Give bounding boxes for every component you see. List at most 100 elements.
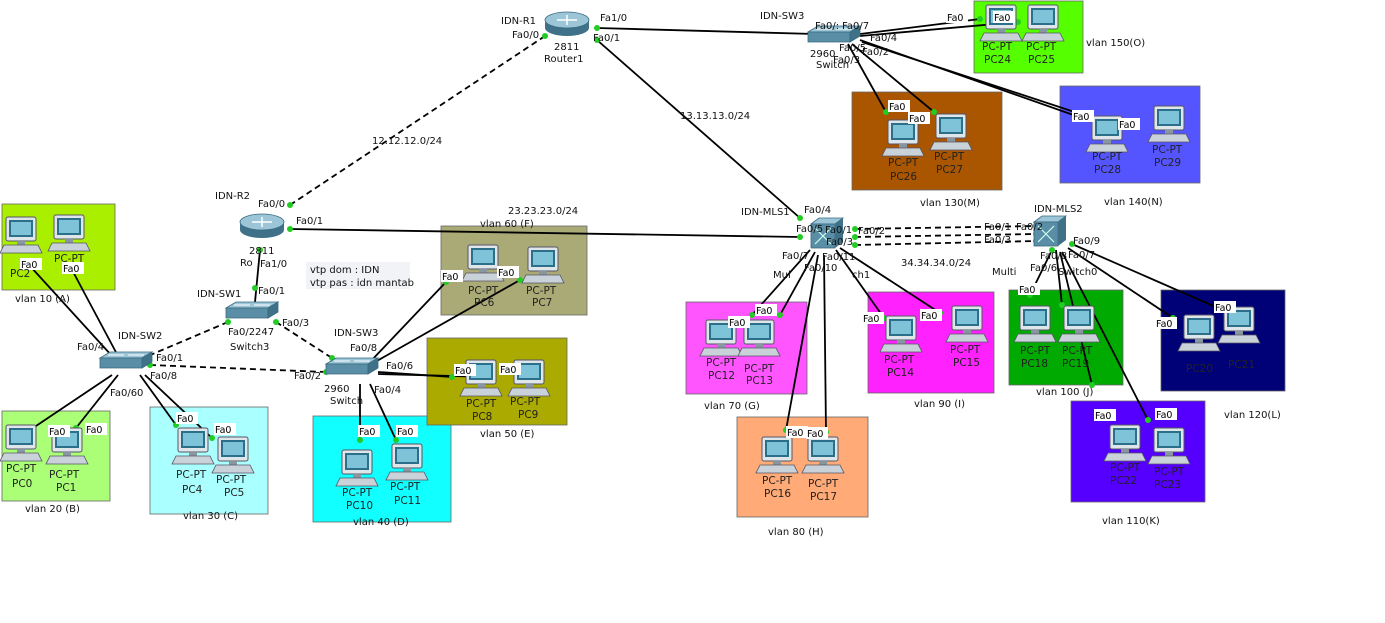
svg-text:PC2: PC2	[10, 268, 30, 280]
svg-text:vlan 110(K): vlan 110(K)	[1102, 516, 1160, 527]
net-13: 13.13.13.0/24	[680, 111, 750, 122]
svg-text:PC16: PC16	[764, 488, 791, 500]
svg-text:PC26: PC26	[890, 171, 917, 183]
svg-text:Fa0: Fa0	[215, 425, 231, 436]
svg-text:PC-PT: PC-PT	[54, 253, 85, 265]
svg-text:PC29: PC29	[1154, 157, 1181, 169]
svg-text:PC1: PC1	[56, 482, 76, 494]
svg-text:PC-PT: PC-PT	[762, 475, 793, 487]
svg-text:Fa0: Fa0	[63, 264, 79, 275]
svg-text:Fa0: Fa0	[455, 366, 471, 377]
svg-text:Fa0: Fa0	[177, 414, 193, 425]
network-labels: 12.12.12.0/24 13.13.13.0/24 23.23.23.0/2…	[306, 111, 971, 289]
svg-text:Fa0/60: Fa0/60	[110, 388, 143, 399]
svg-text:PC18: PC18	[1021, 358, 1048, 370]
port-labels: Fa1/0 Fa0/0 Fa0/1 Fa0/0 Fa0/1 Fa1/0 Fa0/…	[77, 13, 1100, 399]
svg-text:Fa0/1: Fa0/1	[258, 286, 285, 297]
router-r1[interactable]	[544, 11, 590, 37]
svg-text:PC-PT: PC-PT	[1062, 345, 1093, 357]
mls1-host2: ch1	[852, 270, 870, 281]
svg-text:Fa0/5: Fa0/5	[796, 224, 823, 235]
r1-model: 2811	[554, 42, 579, 53]
svg-text:vlan 120(L): vlan 120(L)	[1224, 410, 1281, 421]
svg-text:PC11: PC11	[394, 495, 421, 507]
svg-text:PC15: PC15	[953, 357, 980, 369]
svg-text:vlan 40 (D): vlan 40 (D)	[353, 517, 409, 528]
svg-text:PC12: PC12	[708, 370, 735, 382]
link-r1-sw3	[596, 27, 816, 35]
link-mls-1	[854, 225, 1037, 230]
svg-text:Fa0/3: Fa0/3	[282, 318, 309, 329]
sw3b-host: Switch	[330, 396, 363, 407]
svg-text:PC-PT: PC-PT	[468, 285, 499, 297]
link-r2-sw1	[254, 249, 261, 303]
svg-text:PC23: PC23	[1154, 479, 1181, 491]
r1-name: IDN-R1	[501, 16, 536, 27]
svg-text:Fa0/4: Fa0/4	[870, 33, 897, 44]
switch-sw1[interactable]	[225, 301, 279, 319]
svg-text:Fa0/9: Fa0/9	[1073, 236, 1100, 247]
svg-text:Fa0/2247: Fa0/2247	[228, 327, 274, 338]
svg-text:Fa0: Fa0	[442, 272, 458, 283]
router-r2[interactable]	[239, 213, 285, 239]
svg-text:Fa0: Fa0	[994, 13, 1010, 24]
link-sw1-sw2	[147, 321, 229, 357]
svg-text:PC14: PC14	[887, 367, 914, 379]
link-r1-mls1	[596, 39, 801, 219]
svg-text:PC10: PC10	[346, 500, 373, 512]
svg-text:Fa0: Fa0	[1156, 319, 1172, 330]
svg-text:PC28: PC28	[1094, 164, 1121, 176]
svg-text:Fa0/3: Fa0/3	[833, 55, 860, 66]
svg-text:PC-PT: PC-PT	[950, 344, 981, 356]
vlan-zones	[1, 0, 1286, 523]
svg-text:Fa0: Fa0	[787, 428, 803, 439]
svg-text:PC-PT: PC-PT	[342, 487, 373, 499]
svg-text:Fa0: Fa0	[909, 114, 925, 125]
r2-name: IDN-R2	[215, 191, 250, 202]
zone-vlan130	[851, 91, 1003, 191]
svg-text:vlan 100 (J): vlan 100 (J)	[1036, 387, 1093, 398]
svg-text:Fa0: Fa0	[397, 427, 413, 438]
svg-text:vlan 90 (I): vlan 90 (I)	[914, 399, 965, 410]
mls1-name: IDN-MLS1	[741, 207, 790, 218]
sw1-host: Switch3	[230, 342, 269, 353]
svg-text:PC-PT: PC-PT	[934, 151, 965, 163]
sw3b-name: IDN-SW3	[334, 328, 378, 339]
svg-text:Fa0/1: Fa0/1	[984, 222, 1011, 233]
svg-text:vlan 140(N): vlan 140(N)	[1104, 197, 1163, 208]
svg-text:Fa0/4: Fa0/4	[804, 205, 831, 216]
switch-sw3-bottom[interactable]	[325, 357, 379, 375]
svg-text:Fa0/7: Fa0/7	[782, 251, 809, 262]
svg-text:Fa0/6: Fa0/6	[1030, 263, 1057, 274]
svg-text:Fa0: Fa0	[1215, 303, 1231, 314]
link-r1-r2	[289, 35, 546, 206]
svg-text:PC-PT: PC-PT	[176, 469, 207, 481]
svg-text:PC-PT: PC-PT	[888, 157, 919, 169]
switch-sw2[interactable]	[99, 351, 153, 369]
svg-text:Fa1/0: Fa1/0	[600, 13, 627, 24]
sw3a-model: 2960	[810, 49, 835, 60]
svg-text:PC17: PC17	[810, 491, 837, 503]
svg-text:PC7: PC7	[532, 297, 552, 309]
svg-text:Fa0: Fa0	[1073, 112, 1089, 123]
svg-text:Fa0/10: Fa0/10	[804, 263, 837, 274]
svg-text:Fa0/1: Fa0/1	[593, 33, 620, 44]
sw3b-model: 2960	[324, 384, 349, 395]
svg-text:Fa0/4: Fa0/4	[374, 385, 401, 396]
pc-port-tags: Fa0 Fa0 Fa0 Fa0 Fa0 Fa0 Fa0 Fa0 Fa0 Fa0 …	[20, 11, 1236, 440]
vtp-dom: vtp dom : IDN	[310, 265, 379, 276]
svg-text:PC-PT: PC-PT	[1110, 462, 1141, 474]
svg-text:PC0: PC0	[12, 478, 32, 490]
svg-text:PC-PT: PC-PT	[6, 463, 37, 475]
link-mls-2	[854, 233, 1037, 238]
svg-text:PC-PT: PC-PT	[216, 474, 247, 486]
svg-text:vlan 150(O): vlan 150(O)	[1086, 38, 1145, 49]
zone-vlan40	[312, 415, 452, 523]
svg-text:PC-PT: PC-PT	[49, 469, 80, 481]
link-r2-mls1	[289, 228, 801, 238]
svg-text:Fa0: Fa0	[359, 427, 375, 438]
links	[29, 18, 1219, 441]
svg-text:Fa0/0: Fa0/0	[512, 30, 539, 41]
svg-text:PC-PT: PC-PT	[1026, 41, 1057, 53]
svg-text:Fa0/2: Fa0/2	[1016, 222, 1043, 233]
